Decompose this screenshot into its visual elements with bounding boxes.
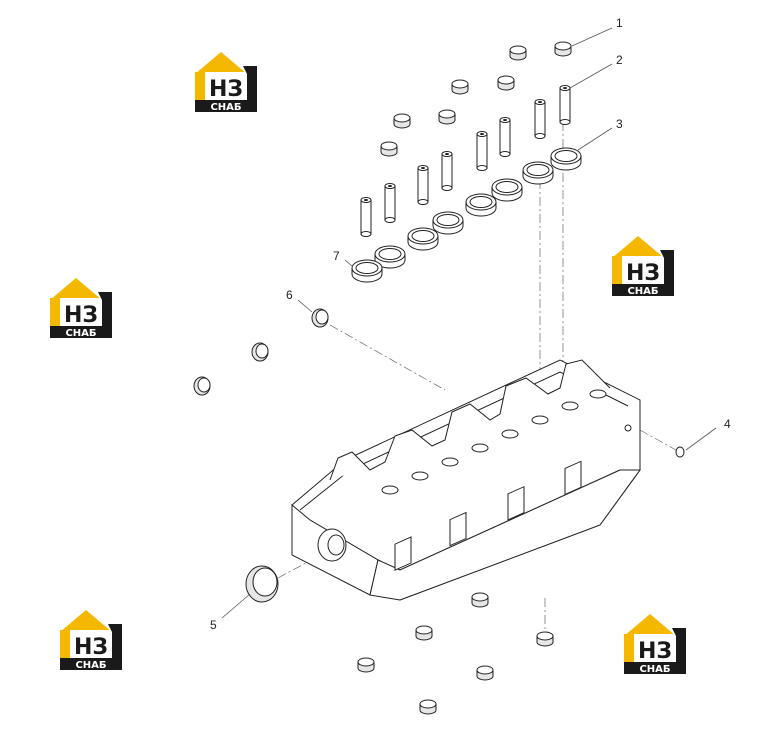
callout-6: 6	[286, 288, 293, 302]
callout-7: 7	[333, 249, 340, 263]
lower-valve-caps	[357, 592, 554, 715]
logo-letters: НЗ	[638, 639, 672, 664]
leader-lines	[221, 27, 717, 619]
logo-tagline: СНАБ	[65, 328, 96, 339]
logo-letters: НЗ	[209, 77, 243, 102]
logo-tagline: СНАБ	[75, 660, 106, 671]
large-expansion-plug	[245, 565, 279, 603]
callout-1: 1	[616, 16, 623, 30]
callout-labels: 1 2 3 4 5 6 7	[210, 16, 731, 632]
valve-guides	[360, 85, 571, 237]
callout-3: 3	[616, 117, 623, 131]
callout-4: 4	[724, 417, 731, 431]
callout-5: 5	[210, 618, 217, 632]
logo-tagline: СНАБ	[210, 102, 241, 113]
small-expansion-plugs	[193, 308, 329, 396]
logo-tagline: СНАБ	[639, 664, 670, 675]
valve-caps	[380, 41, 572, 157]
logo-tagline: СНАБ	[627, 286, 658, 297]
dowel-pin	[675, 446, 685, 458]
logo-letters: НЗ	[64, 303, 98, 328]
logo-letters: НЗ	[74, 635, 108, 660]
logo-letters: НЗ	[626, 261, 660, 286]
callout-2: 2	[616, 53, 623, 67]
cylinder-head	[291, 359, 641, 601]
